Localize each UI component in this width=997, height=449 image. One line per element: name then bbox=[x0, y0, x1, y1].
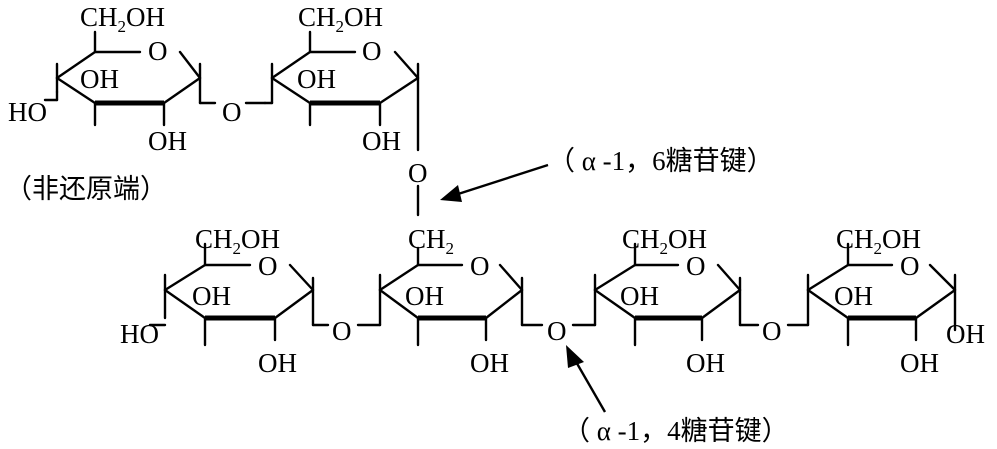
bridge-oxygen-label: O bbox=[547, 316, 567, 346]
hydroxyl-label: OH bbox=[405, 281, 444, 311]
hydroxyl-label: OH bbox=[470, 348, 509, 378]
alpha-1-4-bond-label: （ α -1，4糖苷键） bbox=[563, 416, 789, 446]
hydroxyl-label: OH bbox=[192, 281, 231, 311]
ch2oh-label-bottom-3: CH2OH bbox=[622, 224, 707, 258]
hydroxyl-label: OH bbox=[900, 348, 939, 378]
alpha-1-6-bond-label: （ α -1，6糖苷键） bbox=[548, 146, 774, 176]
bridge-oxygen-label: O bbox=[222, 97, 242, 127]
hydroxyl-label: OH bbox=[686, 348, 725, 378]
glucose-residue-top-right bbox=[263, 30, 420, 152]
glucose-residue-bottom-3 bbox=[593, 242, 760, 347]
ring-oxygen-label: O bbox=[148, 36, 168, 66]
alpha-1-4-arrow bbox=[566, 345, 607, 413]
hydroxyl-left-label: HO bbox=[120, 319, 159, 349]
bridge-oxygen-label: O bbox=[332, 316, 352, 346]
hydroxyl-label: OH bbox=[80, 64, 119, 94]
ch2oh-label-bottom-4: CH2OH bbox=[836, 224, 921, 258]
ch2oh-label-bottom-1: CH2OH bbox=[195, 224, 280, 258]
alpha-1-6-arrow bbox=[440, 163, 549, 202]
hydroxyl-label: OH bbox=[620, 281, 659, 311]
ring-oxygen-label: O bbox=[470, 251, 490, 281]
ch2oh-label-top-left: CH2OH bbox=[80, 2, 165, 36]
hydroxyl-label: OH bbox=[834, 281, 873, 311]
glucose-residue-top-left bbox=[43, 30, 217, 127]
hydroxyl-label: OH bbox=[297, 64, 336, 94]
bridge-oxygen-label: O bbox=[762, 316, 782, 346]
ring-oxygen-label: O bbox=[686, 251, 706, 281]
hydroxyl-left-label: HO bbox=[8, 97, 47, 127]
glucose-residue-bottom-1 bbox=[148, 242, 330, 347]
non-reducing-end-label: （非还原端） bbox=[5, 174, 167, 204]
glucose-residue-bottom-4 bbox=[806, 242, 957, 347]
ch2-label-branch: CH2 bbox=[408, 224, 454, 258]
hydroxyl-label: OH bbox=[258, 348, 297, 378]
hydroxyl-label: OH bbox=[148, 126, 187, 156]
ring-oxygen-label: O bbox=[362, 36, 382, 66]
hydroxyl-label: OH bbox=[946, 319, 985, 349]
branch-oxygen-label: O bbox=[408, 158, 428, 188]
ring-oxygen-label: O bbox=[900, 251, 920, 281]
ch2oh-label-top-right: CH2OH bbox=[298, 2, 383, 36]
hydroxyl-label: OH bbox=[362, 126, 401, 156]
ring-oxygen-label: O bbox=[258, 251, 278, 281]
glucose-residue-bottom-2-branch bbox=[378, 246, 544, 347]
